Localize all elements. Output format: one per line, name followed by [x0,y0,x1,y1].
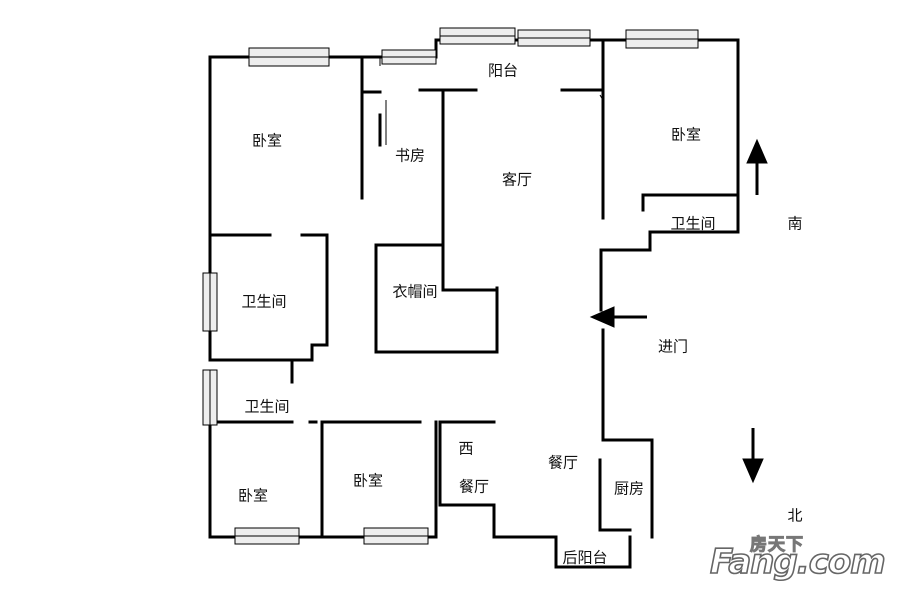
room-label-western-dining-1: 西 [458,439,474,458]
room-label-rear-balcony: 后阳台 [562,548,608,567]
room-label-bathroom-sw: 卫生间 [244,397,290,416]
watermark-en: Fang.com [709,541,886,583]
arrows [589,138,768,484]
room-label-bedroom-nw: 卧室 [251,131,283,150]
arrow-down-icon [742,428,764,484]
room-label-dining: 餐厅 [547,453,579,472]
arrow-left-icon [589,306,647,328]
room-label-kitchen: 厨房 [613,479,645,498]
room-label-balcony: 阳台 [487,61,519,80]
room-label-bathroom-ne: 卫生间 [670,214,716,233]
wall-w-bath-east [310,233,329,362]
room-label-cloakroom: 衣帽间 [392,282,438,301]
compass-north-label: 北 [787,506,803,525]
arrow-up-icon [746,138,768,195]
fang-watermark-logo: 房天下 Fang.com [709,530,895,592]
wall-rear-balcony [554,535,632,569]
room-label-living-room: 客厅 [501,170,533,189]
room-label-bedroom-s: 卧室 [352,471,384,490]
wall-west-dining [438,423,496,539]
room-label-bedroom-ne: 卧室 [670,125,702,144]
room-label-study: 书房 [394,146,426,165]
windows [202,27,699,545]
entrance-label: 进门 [657,337,689,356]
ne-stub [599,94,604,101]
wall-kitchen-top [601,438,654,539]
watermark-cn: 房天下 [750,535,804,556]
room-label-bathroom-w: 卫生间 [241,292,287,311]
compass-south-label: 南 [787,214,803,233]
thin-details [379,56,604,145]
wall-east-step [599,230,652,312]
room-label-western-dining-2: 餐厅 [458,477,490,496]
room-label-bedroom-sw: 卧室 [237,486,269,505]
